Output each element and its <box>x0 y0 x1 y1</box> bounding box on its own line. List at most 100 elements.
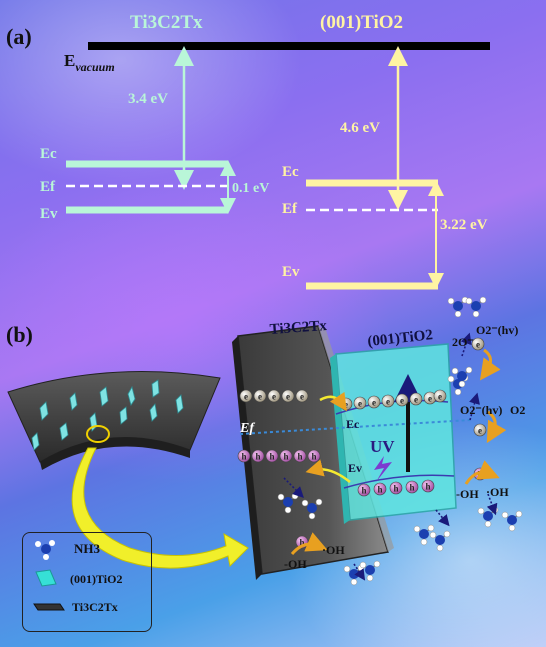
hole <box>279 449 293 463</box>
nh3-molecule <box>447 296 469 318</box>
o2-reduction-arrow-mid <box>486 410 507 444</box>
nh3-molecule <box>413 524 435 546</box>
electron <box>473 423 487 437</box>
left-material-title: Ti3C2Tx <box>130 12 203 33</box>
hole-symbol: h <box>283 452 288 462</box>
hole <box>389 481 403 495</box>
hole-symbol: h <box>377 485 382 495</box>
electron-symbol: e <box>258 392 262 402</box>
legend-ti3c2-label: Ti3C2Tx <box>72 600 118 614</box>
legend-tio2-icon <box>35 569 57 587</box>
electron-symbol: e <box>476 340 480 350</box>
hole-symbol: h <box>297 452 302 462</box>
fermi-level-dotted <box>239 419 471 435</box>
hole <box>357 483 371 497</box>
o2-reduction-arrow-top <box>479 348 501 381</box>
tio2-ev-curve <box>343 474 455 489</box>
electron-symbol: e <box>244 392 248 402</box>
right-band-gap-label: 3.22 eV <box>440 217 488 233</box>
oh-left-radical: ·OH <box>322 543 345 557</box>
ti3c2-curved-sheet <box>7 371 221 470</box>
o2-minus-hv-label-mid: O2⁻(hv) <box>460 403 502 417</box>
hole-symbol: h <box>361 486 366 496</box>
hole <box>265 449 279 463</box>
vacuum-label: Evacuum <box>64 51 115 74</box>
panel-b-label: (b) <box>6 322 33 347</box>
electron <box>353 396 367 410</box>
o-minus-label: 2O⁻ <box>452 335 474 349</box>
hole-transfer-arrow <box>305 459 351 483</box>
electron-symbol: e <box>478 426 482 436</box>
electron-symbol: e <box>414 395 418 405</box>
electron-transfer-arrow <box>319 391 347 412</box>
ev-label: Ev <box>348 461 362 475</box>
electron <box>471 337 485 351</box>
zoom-circle <box>86 425 110 443</box>
electron <box>433 389 447 403</box>
left-small-gap-label: 0.1 eV <box>232 181 269 196</box>
oh-left-minus: -OH <box>284 557 307 571</box>
left-gap-label: 3.4 eV <box>128 91 168 107</box>
electron-symbol: e <box>400 396 404 406</box>
electron-symbol: e <box>344 400 348 410</box>
panel-a-label: (a) <box>6 24 32 49</box>
electron <box>381 394 395 408</box>
nh3-molecule <box>451 366 473 388</box>
hole <box>405 480 419 494</box>
electron-symbol: e <box>438 392 442 402</box>
legend-nh3-icon <box>35 540 55 560</box>
oh-oxidation-arrow-left <box>290 532 328 556</box>
nh3-molecule <box>477 506 499 528</box>
electron-symbol: e <box>286 392 290 402</box>
electron-symbol: e <box>428 394 432 404</box>
reaction-arrows <box>283 332 498 581</box>
right-ec-label: Ec <box>282 164 299 180</box>
zoom-arrow <box>71 447 249 569</box>
hole-symbol: h <box>255 452 260 462</box>
nh3-molecule <box>359 560 381 582</box>
legend-ti3c2-icon <box>33 603 65 611</box>
hole <box>293 449 307 463</box>
hole-symbol: h <box>393 484 398 494</box>
legend-nh3-label: NH3 <box>74 541 101 556</box>
uv-lightning-icon <box>374 456 392 482</box>
right-material-title: (001)TiO2 <box>320 12 403 33</box>
uv-label: UV <box>370 437 395 456</box>
hole <box>421 479 435 493</box>
hole <box>251 449 265 463</box>
legend-box <box>22 532 152 632</box>
hole-symbol: h <box>241 452 246 462</box>
right-ef-label: Ef <box>282 201 298 217</box>
right-ev-label: Ev <box>282 264 300 280</box>
electron-symbol: e <box>358 399 362 409</box>
hole-symbol: h <box>269 452 274 462</box>
electron <box>395 393 409 407</box>
electron <box>295 389 309 403</box>
oh-right-minus: -OH <box>456 487 479 501</box>
tio2-slab-title: (001)TiO2 <box>367 327 434 350</box>
hole <box>373 482 387 496</box>
nh3-molecule <box>301 498 323 520</box>
legend-tio2-label: (001)TiO2 <box>70 572 122 586</box>
o2-label-mid: O2 <box>510 403 525 417</box>
hole-symbol: h <box>409 483 414 493</box>
ef-label: Ef <box>239 421 255 436</box>
right-gap-label: 4.6 eV <box>340 120 380 136</box>
electron <box>267 389 281 403</box>
hole-symbol: h <box>425 482 430 492</box>
electron-symbol: e <box>372 398 376 408</box>
electron-symbol: e <box>300 392 304 402</box>
oh-oxidation-arrow-right <box>464 460 500 485</box>
hole <box>237 449 251 463</box>
electron <box>239 389 253 403</box>
electron <box>253 389 267 403</box>
nh3-molecule <box>465 296 487 318</box>
ec-label: Ec <box>346 417 360 431</box>
hole-symbol: h <box>299 538 304 548</box>
o2-minus-hv-label-top: O2⁻(hv) <box>476 323 518 337</box>
